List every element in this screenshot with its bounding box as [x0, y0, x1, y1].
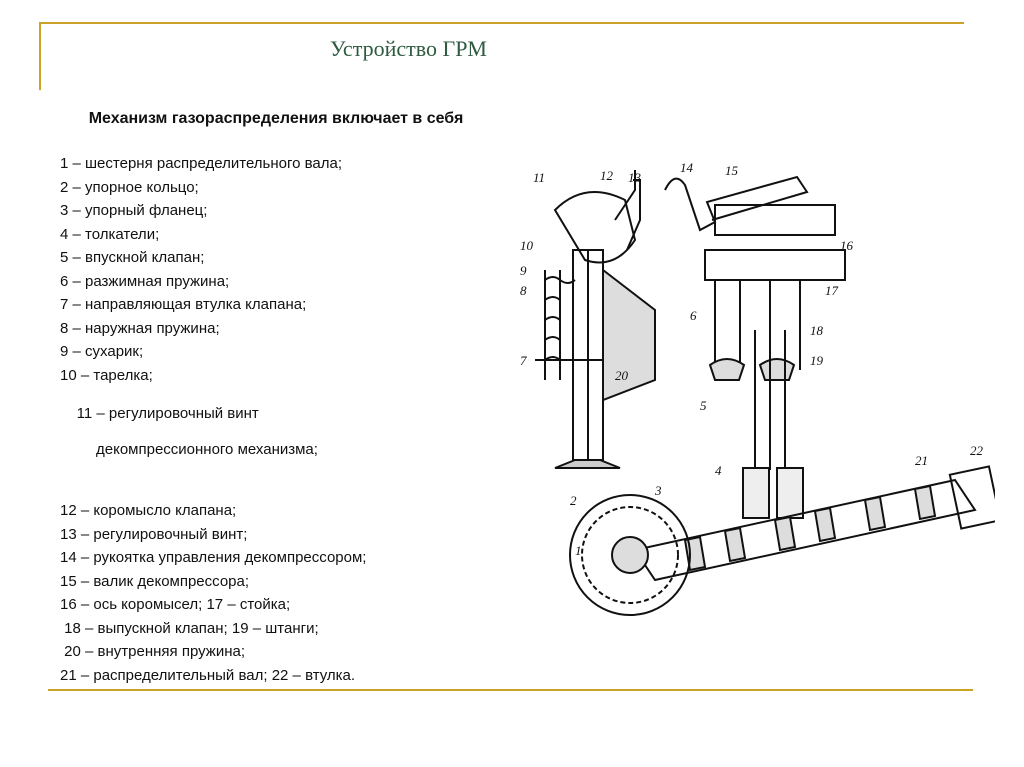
diagram-label: 12	[600, 168, 614, 183]
camshaft	[633, 465, 995, 582]
list-item: 4 – толкатели;	[60, 225, 160, 243]
decor-top-line	[39, 22, 964, 24]
diagram-label: 10	[520, 238, 534, 253]
diagram-label: 7	[520, 353, 527, 368]
diagram-label: 1	[575, 543, 582, 558]
diagram-label: 18	[810, 323, 824, 338]
decor-vertical-line	[39, 22, 41, 90]
list-heading: Механизм газораспределения включает в се…	[88, 110, 464, 127]
list-item: 7 – направляющая втулка клапана;	[60, 296, 307, 313]
diagram-label: 11	[533, 170, 545, 185]
list-item-text: 11 – регулировочный винт	[76, 405, 259, 422]
diagram-label: 17	[825, 283, 839, 298]
diagram-label: 21	[915, 453, 928, 468]
diagram-label: 5	[700, 398, 707, 413]
list-item-continuation: декомпрессионного механизма;	[96, 441, 318, 458]
tappets	[742, 467, 804, 519]
list-item: 2 – упорное кольцо;	[60, 178, 199, 196]
list-item: 15 – валик декомпрессора;	[60, 572, 250, 590]
diagram-label: 19	[810, 353, 824, 368]
parts-list: 1 – шестерня распределительного вала; 2 …	[60, 152, 520, 687]
list-item: 3 – упорный фланец;	[60, 202, 208, 219]
diagram-label: 20	[615, 368, 629, 383]
slide-title: Устройство ГРМ	[330, 36, 487, 61]
decor-bottom-line	[48, 689, 973, 691]
diagram-label: 3	[654, 483, 662, 498]
diagram-label: 2	[570, 493, 577, 508]
list-item: 13 – регулировочный винт;	[60, 525, 248, 543]
diagram-label: 15	[725, 163, 739, 178]
right-valve-assembly	[664, 175, 846, 470]
list-item: 11 – регулировочный винт декомпрессионно…	[60, 387, 520, 495]
list-item: 9 – сухарик;	[60, 343, 144, 360]
list-item: 12 – коромысло клапана;	[60, 502, 237, 519]
valve-train-diagram: 1 2 3 4 5 6 7 8 9 10 11 12 13 14 15 16 1…	[520, 160, 995, 616]
list-item: 20 – внутренняя пружина;	[60, 643, 245, 660]
list-item: 16 – ось коромысел; 17 – стойка;	[60, 596, 291, 613]
diagram-label: 9	[520, 263, 527, 278]
left-valve-assembly	[535, 170, 656, 469]
list-item: 18 – выпускной клапан; 19 – штанги;	[60, 619, 319, 637]
list-item: 1 – шестерня распределительного вала;	[60, 155, 343, 172]
list-item: 6 – разжимная пружина;	[60, 272, 230, 290]
list-item: 8 – наружная пружина;	[60, 319, 220, 337]
diagram-label: 8	[520, 283, 527, 298]
diagram-label: 22	[970, 443, 984, 458]
list-item: 14 – рукоятка управления декомпрессором;	[60, 549, 367, 566]
diagram-labels: 1 2 3 4 5 6 7 8 9 10 11 12 13 14 15 16 1…	[520, 160, 984, 558]
diagram-label: 13	[628, 170, 642, 185]
diagram-label: 4	[715, 463, 722, 478]
list-item: 21 – распределительный вал; 22 – втулка.	[60, 666, 356, 684]
diagram-label: 16	[840, 238, 854, 253]
camshaft-gear	[569, 494, 691, 616]
list-item: 5 – впускной клапан;	[60, 249, 205, 266]
diagram-label: 14	[680, 160, 694, 175]
diagram-label: 6	[690, 308, 697, 323]
list-item: 10 – тарелка;	[60, 366, 153, 384]
